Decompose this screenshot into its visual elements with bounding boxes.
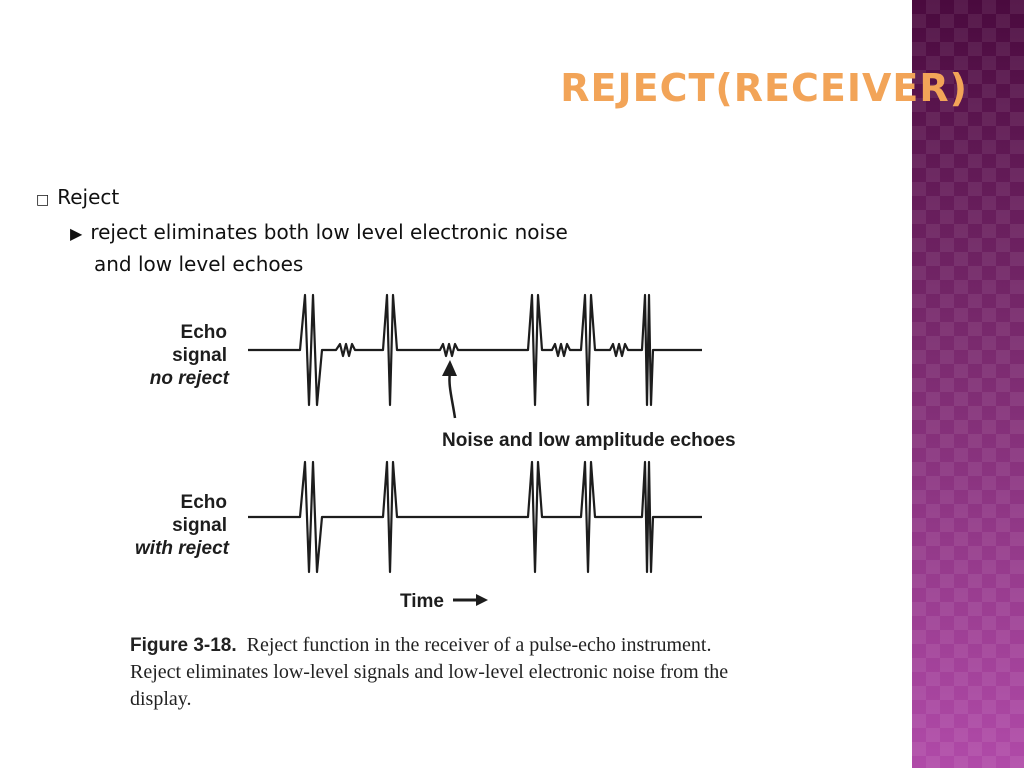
- bullet-list: □ Reject ▶ reject eliminates both low leve…: [36, 184, 568, 279]
- baseline-with-reject: [248, 460, 702, 574]
- time-arrow-head: [476, 594, 488, 606]
- top-label-signal: signal: [172, 345, 227, 366]
- right-triangle-icon: ▶: [70, 224, 83, 243]
- figure-caption: Figure 3-18.Reject function in the recei…: [130, 632, 740, 713]
- open-square-icon: □: [36, 192, 50, 208]
- top-label-no-reject: no reject: [150, 368, 230, 389]
- baseline-no-reject: [248, 293, 702, 407]
- sub-bullet-text-line2: and low level echoes: [94, 252, 304, 276]
- sub-bullet-item: ▶ reject eliminates both low level electr…: [70, 217, 568, 279]
- figure-number: Figure 3-18.: [130, 635, 237, 656]
- bullet-text: Reject: [57, 185, 120, 209]
- waveform-with-reject: [248, 460, 702, 574]
- sub-bullet-text-line1: reject eliminates both low level electro…: [90, 220, 568, 244]
- bullet-item-reject: □ Reject: [36, 184, 568, 213]
- slide-title: REJECT(RECEIVER): [560, 66, 968, 110]
- bottom-label-with-reject: with reject: [135, 538, 230, 559]
- bottom-label-echo: Echo: [181, 492, 227, 513]
- echo-signal-diagram: Echo signal no reject Noise and low ampl…: [135, 293, 736, 612]
- noise-arrow-head: [442, 360, 457, 376]
- noise-annotation: Noise and low amplitude echoes: [442, 430, 736, 451]
- bottom-label-signal: signal: [172, 515, 227, 536]
- top-label-echo: Echo: [181, 322, 227, 343]
- waveform-no-reject: [248, 293, 702, 407]
- noise-arrow: [448, 371, 457, 419]
- figure-caption-text: Reject function in the receiver of a pul…: [130, 634, 729, 710]
- decorative-side-panel: [912, 0, 1024, 768]
- time-label: Time: [400, 591, 444, 612]
